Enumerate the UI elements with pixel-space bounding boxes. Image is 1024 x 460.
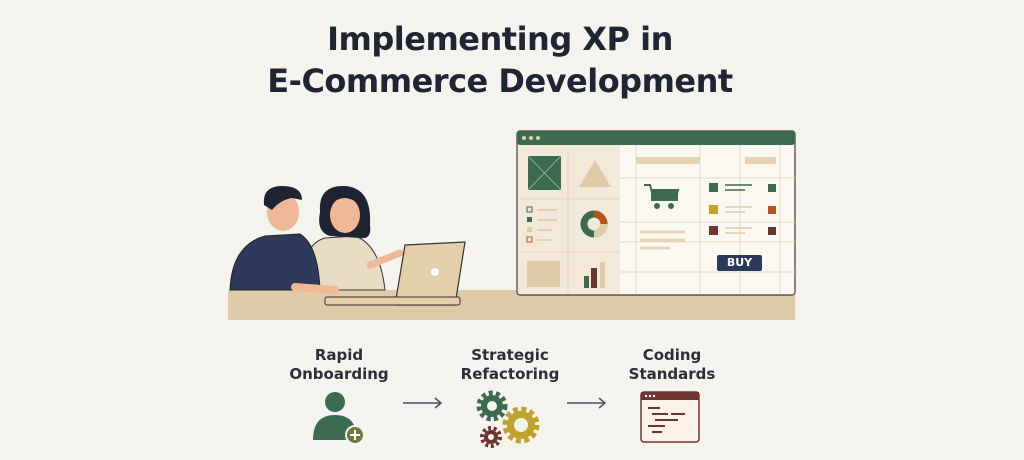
laptop	[324, 241, 466, 306]
step-label-line-1: Strategic	[471, 346, 549, 364]
ecommerce-wireframe-window	[516, 130, 796, 296]
page-title: Implementing XP in E-Commerce Developmen…	[0, 18, 1000, 102]
step-label-line-2: Standards	[628, 365, 716, 383]
step-strategic-refactoring: Strategic Refactoring	[430, 346, 590, 384]
title-line-2: E-Commerce Development	[267, 62, 733, 100]
cart-icon	[644, 184, 680, 209]
arrow-1	[403, 397, 443, 409]
step-coding-standards: Coding Standards	[592, 346, 752, 384]
user-add-icon	[313, 392, 365, 445]
step-label-line-2: Refactoring	[460, 365, 560, 383]
bar-chart	[584, 262, 605, 288]
buy-button: BUY	[717, 255, 762, 271]
step-label-line-1: Rapid	[314, 346, 364, 364]
donut-chart	[580, 210, 608, 238]
title-line-1: Implementing XP in	[327, 20, 673, 58]
code-window-icon	[640, 391, 700, 443]
arrow-2	[567, 397, 607, 409]
gears-icon	[476, 390, 540, 448]
step-label-line-1: Coding	[642, 346, 702, 364]
step-label-line-2: Onboarding	[289, 365, 389, 383]
step-rapid-onboarding: Rapid Onboarding	[259, 346, 419, 384]
woman-figure	[303, 185, 404, 291]
man-figure	[229, 186, 339, 294]
